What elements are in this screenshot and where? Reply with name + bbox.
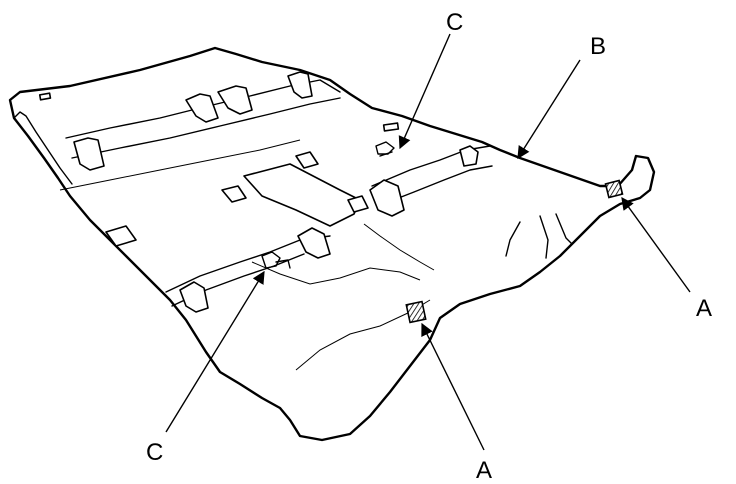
leader-c-top: [398, 33, 451, 150]
tunnel-boss: [459, 145, 479, 167]
fastener-pad-center: [405, 300, 427, 324]
left-seat-bracket: [179, 281, 209, 313]
left-tunnel-bracket: [297, 227, 331, 259]
leader-a-bottom: [421, 322, 485, 451]
tunnel-seam: [251, 223, 435, 285]
leader-a-right: [621, 196, 691, 293]
rear-brackets: [73, 71, 313, 171]
right-footwell-edge: [505, 213, 573, 259]
left-lip: [13, 111, 73, 185]
callout-c-top: C: [446, 9, 463, 36]
rear-seam: [59, 139, 301, 191]
leader-b: [517, 59, 581, 160]
tunnel-pad: [243, 163, 361, 227]
callout-c-bottom: C: [146, 439, 163, 466]
harness-clip-bottom: [261, 251, 291, 269]
leader-c-bottom: [165, 270, 265, 433]
fastener-pad-right: [604, 179, 624, 199]
carpet-outline: [8, 46, 656, 442]
harness-clip-top: [375, 141, 395, 157]
callout-a-right: A: [696, 295, 712, 322]
floor-pads: [105, 151, 369, 247]
callout-b: B: [590, 33, 606, 60]
callout-a-bottom: A: [476, 457, 492, 484]
rear-holes: [38, 92, 400, 132]
right-seat-bracket: [369, 179, 405, 217]
